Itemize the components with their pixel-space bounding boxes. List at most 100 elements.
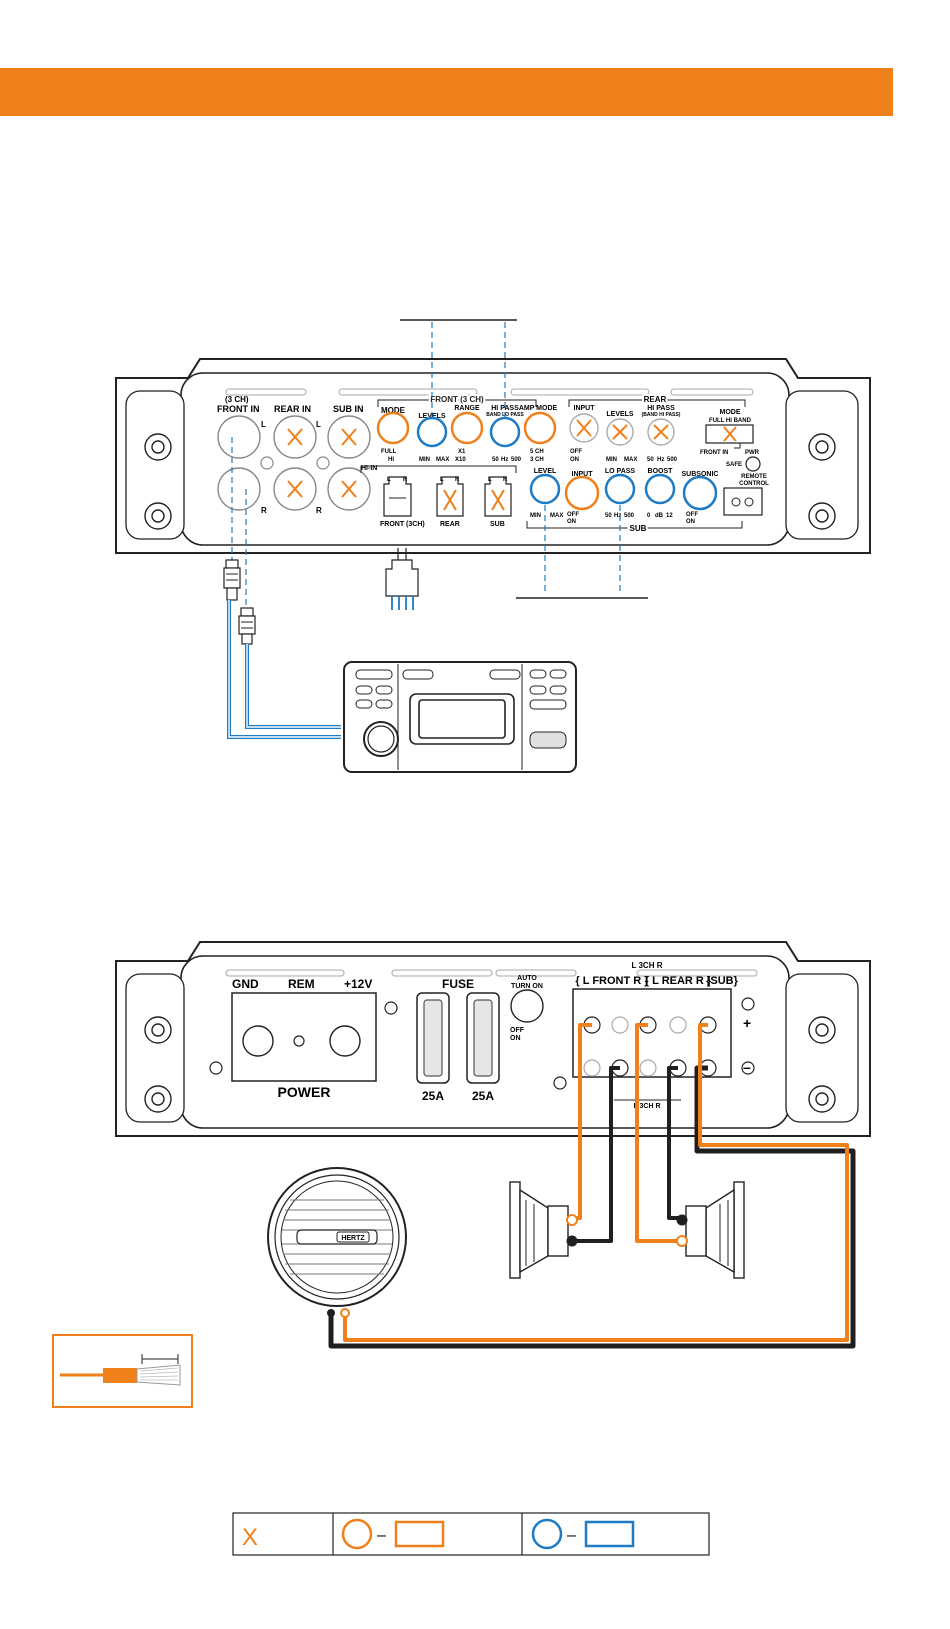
front-range-knob[interactable]	[450, 411, 484, 445]
sub-input-switch[interactable]	[564, 475, 600, 511]
sub-group-label: SUB	[630, 524, 647, 533]
svg-text:L: L	[387, 477, 391, 483]
svg-text:ON: ON	[686, 519, 695, 525]
front-mode-knob[interactable]	[376, 411, 410, 445]
svg-text:ON: ON	[510, 1035, 521, 1042]
speaker-plus-terminal	[340, 1308, 350, 1318]
rem-terminal[interactable]	[293, 1035, 305, 1047]
speaker-brand-logo: HERTZ	[341, 1235, 365, 1242]
pwr-safe-led	[745, 456, 761, 472]
svg-text:25A: 25A	[422, 1089, 444, 1103]
head-unit-usb[interactable]	[529, 731, 567, 749]
svg-text:12: 12	[666, 513, 673, 519]
svg-text:FULL HI BAND: FULL HI BAND	[709, 418, 752, 424]
mounting-hole	[144, 433, 172, 461]
svg-text:Hz: Hz	[614, 513, 621, 519]
front-right-plus-terminal[interactable]	[611, 1016, 629, 1034]
head-unit-button[interactable]	[355, 685, 373, 695]
x-mark	[341, 480, 357, 498]
speaker-plus-terminal	[566, 1214, 578, 1226]
head-unit-button[interactable]	[549, 669, 567, 679]
rear-hi-in-connector[interactable]	[436, 476, 464, 517]
head-unit-button[interactable]	[375, 685, 393, 695]
svg-text:PWR: PWR	[745, 450, 760, 456]
svg-text:SUB: SUB	[490, 521, 505, 528]
rear-in-label: REAR IN	[274, 404, 311, 414]
head-unit-button[interactable]	[489, 669, 521, 680]
svg-text:50: 50	[647, 457, 654, 463]
plus12v-terminal[interactable]	[329, 1025, 361, 1057]
svg-text:R: R	[503, 477, 508, 483]
speaker-minus-terminal	[676, 1214, 688, 1226]
amplifier-control-panel: (3 CH) FRONT IN REAR IN SUB IN L R L R F…	[115, 358, 871, 554]
sub-hi-in-connector[interactable]	[484, 476, 512, 517]
power-label: POWER	[278, 1084, 331, 1100]
head-unit-button[interactable]	[402, 669, 434, 680]
front-group-label: FRONT (3 CH)	[430, 395, 484, 404]
svg-text:R: R	[403, 477, 408, 483]
front-levels-knob[interactable]	[416, 416, 448, 448]
auto-turn-on-switch[interactable]	[510, 989, 544, 1023]
svg-text:HI-IN: HI-IN	[361, 465, 377, 472]
gnd-terminal[interactable]	[242, 1025, 274, 1057]
sub-boost-knob[interactable]	[644, 473, 676, 505]
svg-text:SUBSONIC: SUBSONIC	[682, 471, 719, 478]
sub-speaker: HERTZ	[267, 1167, 407, 1318]
rem-label: REM	[288, 977, 315, 991]
wire-strip-inset	[52, 1334, 193, 1408]
speaker-minus-terminal	[327, 1309, 335, 1317]
legend-blue-knob	[531, 1518, 563, 1550]
front-left-minus-terminal[interactable]	[583, 1059, 601, 1077]
remote-control-port[interactable]	[723, 487, 763, 516]
svg-text:OFF: OFF	[510, 1027, 525, 1034]
rear-output-label: { L REAR R }	[645, 975, 712, 987]
fuse-2[interactable]	[473, 999, 493, 1077]
svg-text:RANGE: RANGE	[454, 405, 480, 412]
svg-text:FULL: FULL	[381, 449, 397, 455]
rca-cable-right	[238, 489, 341, 729]
speaker-plus-terminal	[676, 1235, 688, 1247]
head-unit-button[interactable]	[375, 699, 393, 709]
svg-text:L: L	[316, 420, 321, 429]
svg-text:R: R	[316, 506, 322, 515]
front-hi-pass-knob[interactable]	[489, 416, 521, 448]
head-unit-button[interactable]	[355, 669, 393, 680]
svg-text:REMOTE: REMOTE	[741, 474, 767, 480]
svg-text:OFF: OFF	[570, 449, 582, 455]
sub-output-label: {SUB}	[706, 975, 739, 987]
head-unit-button[interactable]	[355, 699, 373, 709]
svg-text:L 3CH R: L 3CH R	[632, 961, 663, 970]
x-mark	[287, 480, 303, 498]
svg-text:500: 500	[511, 457, 522, 463]
sub-subsonic-switch[interactable]	[682, 475, 718, 511]
front-in-jack-left[interactable]	[217, 415, 261, 459]
head-unit-display	[418, 699, 506, 739]
svg-text:500: 500	[624, 513, 635, 519]
head-unit-button[interactable]	[529, 699, 567, 710]
mounting-hole	[144, 1085, 172, 1113]
head-unit-button[interactable]	[529, 669, 547, 679]
fuse-1[interactable]	[423, 999, 443, 1077]
svg-text:INPUT: INPUT	[574, 405, 596, 412]
svg-text:X1: X1	[458, 449, 466, 455]
head-unit-button[interactable]	[529, 685, 547, 695]
front-hi-in-connector[interactable]	[383, 476, 412, 517]
three-ch-label: (3 CH)	[225, 395, 249, 404]
head-unit-button[interactable]	[549, 685, 567, 695]
svg-text:L: L	[440, 477, 444, 483]
svg-text:AUTO: AUTO	[517, 975, 537, 982]
svg-text:HI PASS: HI PASS	[647, 405, 675, 412]
rear-left-minus-terminal[interactable]	[639, 1059, 657, 1077]
front-in-jack-right[interactable]	[217, 467, 261, 511]
svg-text:MAX: MAX	[436, 457, 449, 463]
amp-mode-knob[interactable]	[523, 411, 557, 445]
door-speaker-left	[509, 1181, 578, 1279]
svg-text:25A: 25A	[472, 1089, 494, 1103]
sub-lo-pass-knob[interactable]	[604, 473, 636, 505]
sub-level-knob[interactable]	[529, 473, 561, 505]
svg-text:FRONT (3CH): FRONT (3CH)	[380, 521, 425, 528]
rear-right-plus-terminal[interactable]	[669, 1016, 687, 1034]
svg-text:MAX: MAX	[624, 457, 637, 463]
legend-orange-knob	[341, 1518, 373, 1550]
